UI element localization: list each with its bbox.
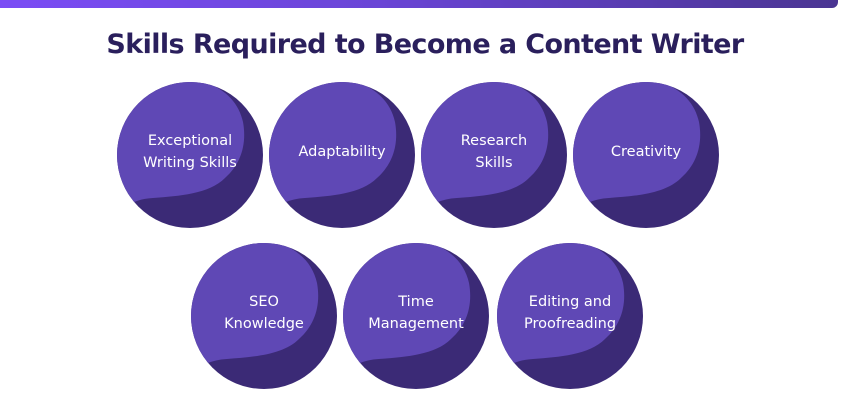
wave-highlight-shape	[269, 82, 397, 228]
skill-circle-editing-proofreading: Editing and Proofreading	[497, 243, 643, 389]
skill-circle-adaptability: Adaptability	[269, 82, 415, 228]
skill-circle-seo-knowledge: SEO Knowledge	[191, 243, 337, 389]
wave-highlight-shape	[421, 82, 549, 228]
skill-label: Creativity	[610, 144, 682, 160]
skill-label: Editing and Proofreading	[523, 294, 617, 332]
skill-circle-research: Research Skills	[421, 82, 567, 228]
skill-label: SEO Knowledge	[224, 294, 304, 332]
wave-highlight-shape	[191, 243, 319, 389]
top-accent-bar	[0, 0, 838, 8]
skill-label: Exceptional Writing Skills	[143, 133, 237, 171]
wave-highlight-shape	[117, 82, 245, 228]
wave-highlight-shape	[497, 243, 625, 389]
skill-label: Research Skills	[460, 133, 528, 171]
skill-circle-time-management: Time Management	[343, 243, 489, 389]
skill-label: Time Management	[368, 294, 464, 332]
skill-circle-exceptional-writing: Exceptional Writing Skills	[117, 82, 263, 228]
wave-highlight-shape	[573, 82, 701, 228]
skill-circle-creativity: Creativity	[573, 82, 719, 228]
page-title: Skills Required to Become a Content Writ…	[106, 29, 744, 60]
wave-highlight-shape	[343, 243, 471, 389]
skill-label: Adaptability	[298, 144, 386, 160]
